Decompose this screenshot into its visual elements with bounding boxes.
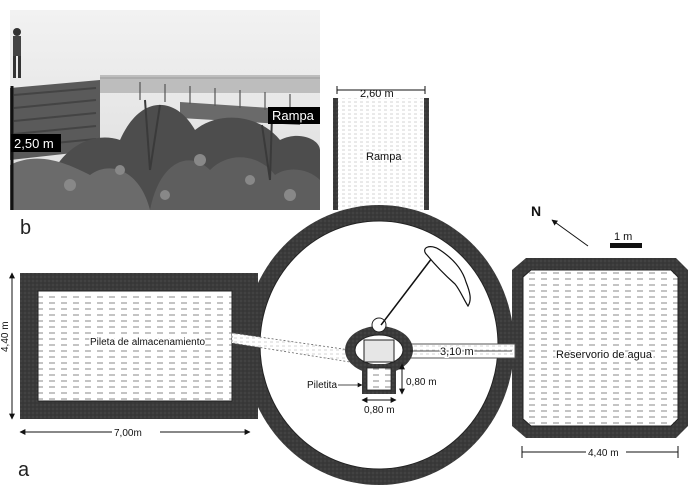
small-pool-width-label: 0,80 m xyxy=(364,405,395,416)
ramp-label: Rampa xyxy=(366,151,402,163)
storage-pool-water xyxy=(37,290,233,402)
storage-height-label: 4,40 m xyxy=(0,321,11,352)
photo-ramp-label: Rampa xyxy=(272,108,315,123)
person-figure xyxy=(13,28,21,78)
reservoir-label: Reservorio de agua xyxy=(556,349,653,361)
panel-letter-b: b xyxy=(20,217,31,239)
photo-ramp-label-box xyxy=(268,107,320,124)
ramp-width-label: 2,60 m xyxy=(360,88,394,100)
gourd-icon xyxy=(424,246,471,308)
north-label: N xyxy=(531,203,541,219)
ramp-drawing: 2,60 m Rampa xyxy=(333,86,429,210)
north-arrow: N xyxy=(531,203,589,247)
small-pool-label: Piletita xyxy=(307,380,337,391)
reservoir-width-label: 4,40 m xyxy=(588,448,619,459)
plan-drawing: 4,40 m 7,00m Pileta de almacenamiento 3,… xyxy=(0,203,688,485)
scale-label: 1 m xyxy=(614,231,632,243)
reservoir-water xyxy=(522,269,679,427)
site-photo: 2,50 m Rampa xyxy=(10,10,320,210)
panel-letter-a: a xyxy=(18,459,30,481)
storage-pool-label: Pileta de almacenamiento xyxy=(90,337,206,348)
channel-length-label: 3,10 m xyxy=(440,346,474,358)
storage-width-label: 7,00m xyxy=(114,428,142,439)
small-pool-height-label: 0,80 m xyxy=(406,377,437,388)
channel-west xyxy=(231,332,351,363)
photo-height-label-box xyxy=(11,134,61,152)
small-pool-water xyxy=(366,367,392,391)
photo-height-label: 2,50 m xyxy=(14,136,54,151)
rope xyxy=(380,257,433,326)
scale-bar: 1 m xyxy=(610,231,642,248)
